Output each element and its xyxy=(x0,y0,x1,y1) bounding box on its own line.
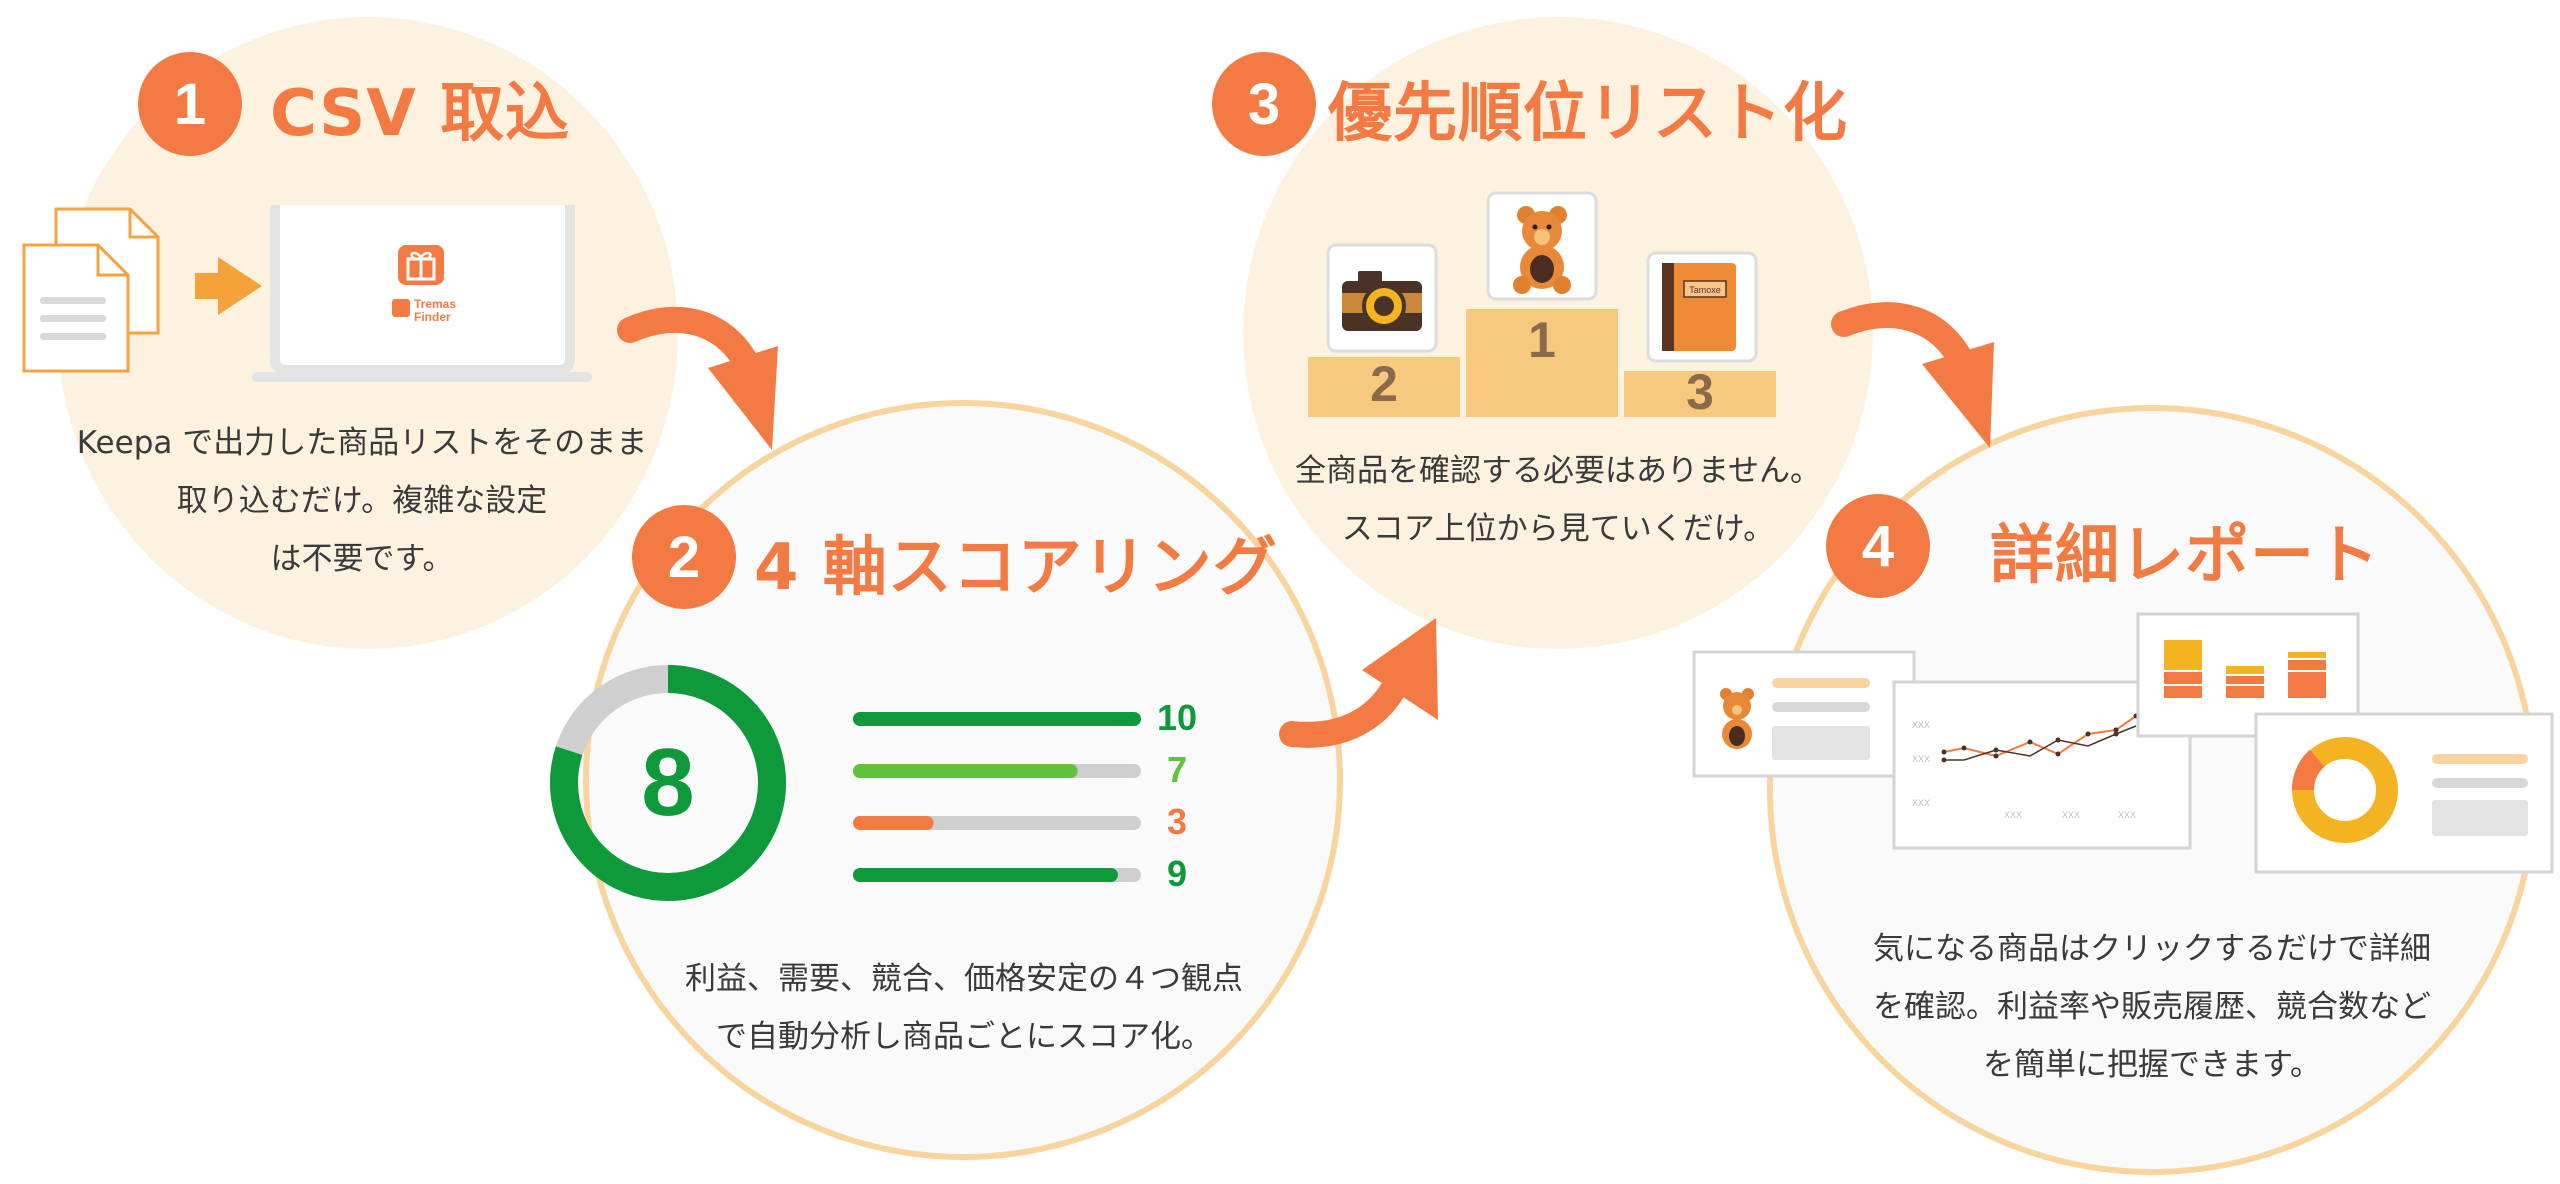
step3-badge: 3 xyxy=(1212,52,1316,156)
podium-first xyxy=(1466,309,1618,417)
podium-third xyxy=(1624,371,1776,417)
logo-line1: Tremas xyxy=(414,297,456,311)
step3-description: 全商品を確認する必要はありません。 スコア上位から見ていくだけ。 xyxy=(1243,442,1873,558)
step1-title: CSV 取込 xyxy=(270,77,571,151)
step2-description-line: 利益、需要、競合、価格安定の４つ観点 xyxy=(685,961,1243,997)
chart-x-tick: XXX xyxy=(2062,810,2080,820)
axis-bar-fill xyxy=(853,764,1078,778)
step2-description: 利益、需要、競合、価格安定の４つ観点 で自動分析し商品ごとにスコア化。 xyxy=(614,950,1314,1066)
rank-label-2: 2 xyxy=(1370,356,1398,412)
book-label: Tamoxe xyxy=(1689,285,1721,295)
tremas-logo: Tremas Finder xyxy=(392,297,456,324)
step1-badge: 1 xyxy=(138,52,242,156)
step1-description-line: Keepa で出力した商品リストをそのまま xyxy=(76,425,648,461)
report-cards: XXX XXX XXX XXX XXX XXX xyxy=(1692,612,2554,874)
gift-icon xyxy=(398,245,444,285)
teddy-bear-icon xyxy=(1720,688,1754,749)
chart-x-tick: XXX xyxy=(2118,810,2136,820)
step3-description-line: スコア上位から見ていくだけ。 xyxy=(1341,511,1775,547)
step4-description-line: を簡単に把握できます。 xyxy=(1983,1047,2321,1083)
axis-bar-value: 7 xyxy=(1167,749,1187,790)
score-value: 8 xyxy=(641,729,694,836)
chart-y-tick: XXX xyxy=(1912,754,1930,764)
podium-second xyxy=(1308,357,1460,417)
axis-bar-fill xyxy=(853,816,934,830)
step3-title: 優先順位リスト化 xyxy=(1328,77,1848,151)
step4-title: 詳細レポート xyxy=(1990,519,2380,593)
axis-bar-value: 3 xyxy=(1167,801,1187,842)
step4-description-line: を確認。利益率や販売履歴、競合数など xyxy=(1873,989,2431,1025)
step4-description: 気になる商品はクリックするだけで詳細 を確認。利益率や販売履歴、競合数など を簡… xyxy=(1767,920,2537,1094)
step1-illustration: Tremas Finder xyxy=(22,205,592,382)
step2-description-line: で自動分析し商品ごとにスコア化。 xyxy=(716,1019,1212,1055)
chart-y-tick: XXX xyxy=(1912,798,1930,808)
step4-badge: 4 xyxy=(1826,494,1930,598)
flow-arrow-1-to-2 xyxy=(617,306,778,450)
report-product-card xyxy=(1692,650,1916,778)
laptop-icon: Tremas Finder xyxy=(252,205,592,382)
flow-arrow-2-to-3 xyxy=(1279,618,1438,748)
axis-bar-fill xyxy=(853,868,1118,882)
chart-y-tick: XXX xyxy=(1912,720,1930,730)
axis-bar-fill xyxy=(853,712,1141,726)
teddy-bear-icon xyxy=(1486,191,1598,301)
score-donut-arc xyxy=(550,665,786,901)
rank-label-3: 3 xyxy=(1686,364,1714,420)
step4-description-line: 気になる商品はクリックするだけで詳細 xyxy=(1873,931,2431,967)
ranking-podium: 2 1 3 xyxy=(1308,191,1776,420)
arrow-right-icon xyxy=(195,257,262,315)
axis-score-bars: 10 7 3 9 xyxy=(853,697,1197,894)
step2-title: 4 軸スコアリング xyxy=(754,531,1278,605)
step1-description-line: 取り込むだけ。複雑な設定 xyxy=(176,483,548,519)
document-icon xyxy=(22,207,160,373)
book-icon: Tamoxe xyxy=(1646,251,1758,363)
rank-label-1: 1 xyxy=(1528,312,1556,368)
camera-icon xyxy=(1326,243,1438,353)
step2-badge: 2 xyxy=(632,505,736,609)
logo-line2: Finder xyxy=(414,310,451,324)
step1-description-line: は不要です。 xyxy=(270,541,454,577)
step1-description: Keepa で出力した商品リストをそのまま 取り込むだけ。複雑な設定 は不要です… xyxy=(52,414,672,588)
axis-bar-value: 9 xyxy=(1167,853,1187,894)
score-donut: 8 xyxy=(550,665,786,901)
flow-arrow-3-to-4 xyxy=(1831,302,1994,448)
step3-description-line: 全商品を確認する必要はありません。 xyxy=(1294,453,1822,489)
report-donut-card xyxy=(2254,712,2554,874)
chart-x-tick: XXX xyxy=(2004,810,2022,820)
axis-bar-value: 10 xyxy=(1157,697,1197,738)
